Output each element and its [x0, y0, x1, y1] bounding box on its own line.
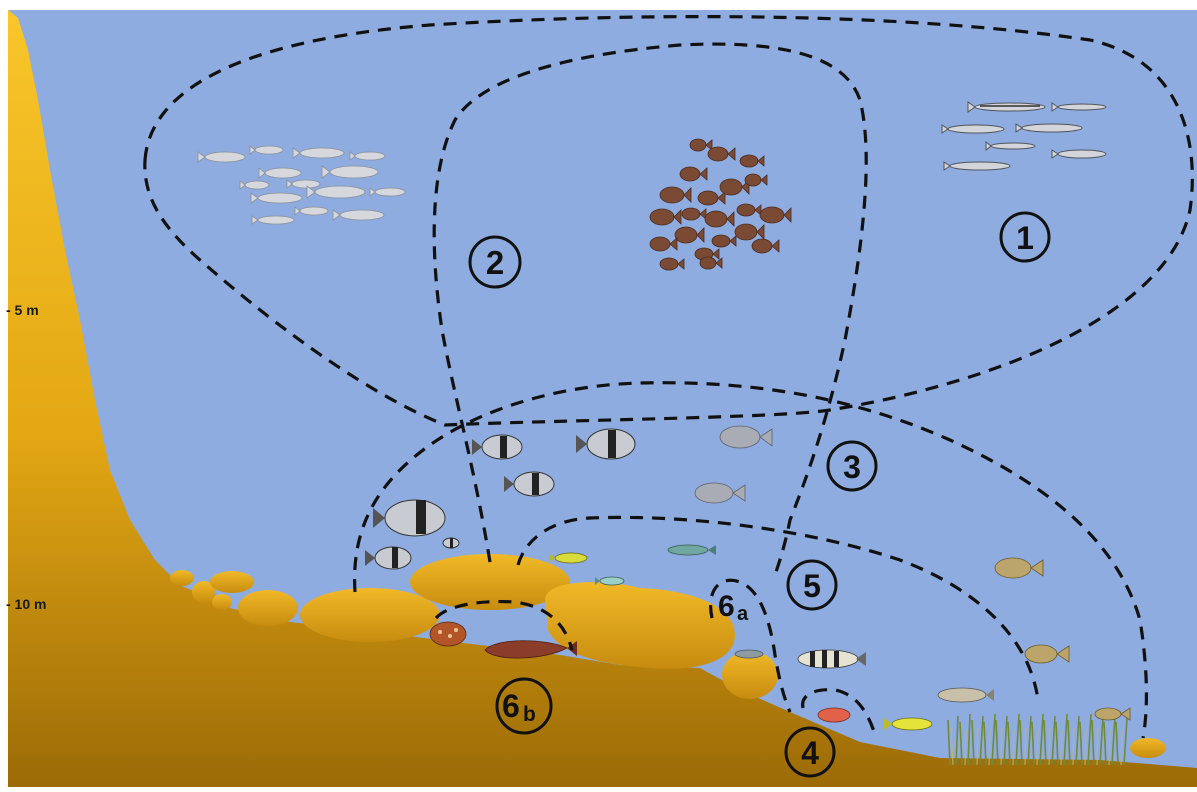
depth-label-5m: - 5 m — [6, 302, 39, 318]
zone-6a-label: 6 — [718, 590, 735, 623]
zone-6a-boundary — [709, 578, 792, 713]
boulder — [545, 582, 735, 669]
zone-1-boundary — [143, 15, 1194, 427]
seabed-cliff — [8, 10, 1197, 787]
slender-fish-school — [941, 101, 1107, 171]
silver-fish-school — [197, 145, 406, 225]
zone-4-boundary — [801, 688, 878, 739]
zone-1-label: 1 — [1016, 220, 1034, 256]
zone-5-label: 5 — [803, 568, 821, 604]
zone-5-boundary — [516, 515, 1040, 701]
zone-6b-marker: 6 b — [495, 677, 553, 735]
zone-6a-marker: 6 a — [718, 590, 749, 625]
boulders — [170, 554, 1166, 758]
zone-6b-label: 6 — [502, 688, 520, 724]
banded-bream — [365, 428, 636, 570]
grouper-fish — [429, 621, 851, 723]
boulder — [300, 588, 440, 642]
wrasse-fish — [549, 544, 933, 731]
zone-6b-boundary — [434, 600, 574, 651]
zone-6a-sublabel: a — [737, 603, 749, 625]
depth-label-10m: - 10 m — [6, 596, 47, 612]
salema-fish — [994, 557, 1131, 721]
zone-1-marker: 1 — [999, 211, 1051, 263]
boulder — [238, 590, 298, 626]
zone-boundaries — [143, 15, 1194, 739]
zone-2-marker: 2 — [468, 235, 522, 289]
boulder — [212, 594, 232, 610]
zone-2-label: 2 — [486, 244, 504, 281]
boulder — [1130, 738, 1166, 758]
zone-4-marker: 4 — [784, 726, 836, 778]
zone-3-boundary — [352, 381, 1149, 739]
brown-fish-school — [649, 138, 792, 271]
seagrass-meadow — [947, 713, 1128, 766]
zone-5-marker: 5 — [786, 559, 838, 611]
zone-3-label: 3 — [843, 449, 861, 485]
zone-6b-sublabel: b — [523, 703, 536, 726]
seagrass-highlight — [950, 727, 1123, 766]
boulder — [192, 581, 216, 603]
zone-4-label: 4 — [801, 735, 819, 771]
boulder — [170, 570, 194, 586]
zone-2-boundary — [432, 42, 868, 576]
zone-3-marker: 3 — [826, 440, 878, 492]
boulder — [210, 571, 254, 593]
boulder — [410, 554, 570, 610]
grey-bream — [694, 425, 773, 504]
boulder — [722, 651, 778, 699]
comber-fish — [797, 649, 994, 703]
